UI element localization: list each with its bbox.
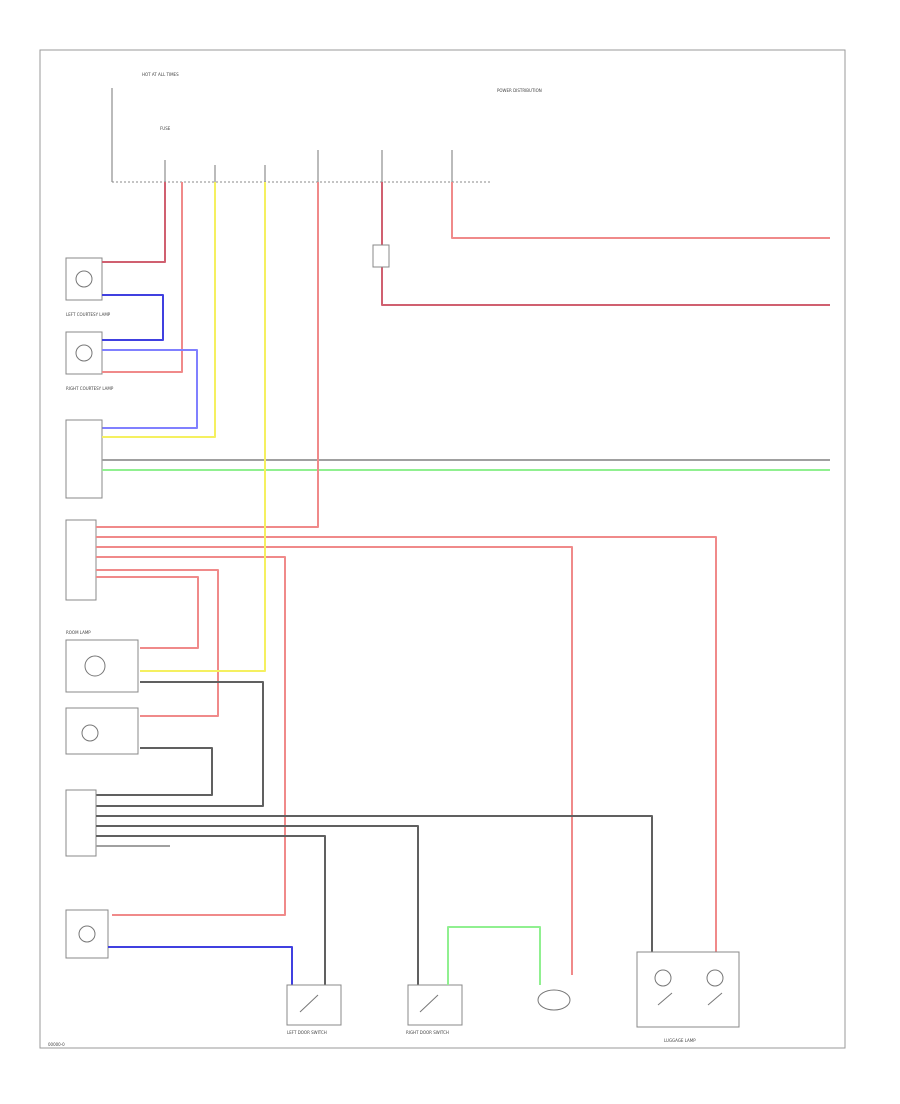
luggage-lamp-switch	[65, 707, 139, 755]
wire-grey-l3	[96, 835, 326, 985]
left-courtesy-lamp	[65, 257, 103, 301]
lamp-2-icon	[75, 344, 93, 362]
wire-grey-l2	[96, 825, 419, 985]
wire-red-c2	[96, 536, 717, 975]
wire-yellow-module	[102, 182, 216, 438]
left-door-switch	[286, 984, 342, 1026]
fuse-block-label: HOT AT ALL TIMES	[142, 72, 179, 77]
control-module-upper	[65, 419, 103, 499]
lower-connector	[65, 789, 97, 857]
left-lower-lamp	[65, 909, 109, 959]
lower-lamp-icon	[78, 925, 96, 943]
wire-red-lamp2	[102, 182, 183, 373]
switch-1-contact	[299, 994, 319, 1013]
lamp-1-icon	[75, 270, 93, 288]
wire-blue-lower	[108, 946, 293, 985]
right-lamp-label: RIGHT COURTESY LAMP	[66, 386, 114, 391]
connector-block	[65, 519, 97, 601]
luggage-lamp-icon	[81, 724, 99, 742]
wire-red-c4	[96, 556, 286, 916]
wire-grey-room	[96, 681, 264, 807]
room-lamp-label: ROOM LAMP	[66, 630, 91, 635]
trunk-lamp-label: LUGGAGE LAMP	[664, 1038, 696, 1043]
right-courtesy-lamp	[65, 331, 103, 375]
map-lamp-right-icon	[706, 969, 724, 987]
wire-red-c1	[96, 182, 319, 528]
switch-2-contact	[419, 994, 439, 1013]
room-lamp	[65, 639, 139, 693]
right-door-switch	[407, 984, 463, 1026]
wire-red-feed-upper	[451, 182, 830, 239]
diode-component	[372, 244, 390, 268]
map-switch-right	[707, 992, 723, 1006]
wire-red-c3	[96, 546, 573, 975]
wire-red-c5	[96, 576, 199, 649]
wire-blue-lamps	[102, 294, 164, 341]
diagram-frame	[39, 49, 846, 1049]
wire-green-switch	[447, 926, 541, 985]
wire-blue-module	[102, 349, 198, 429]
right-switch-label: RIGHT DOOR SWITCH	[406, 1030, 449, 1035]
map-switch-left	[657, 992, 673, 1006]
wire-red-c6	[96, 569, 219, 717]
map-lamp-left-icon	[654, 969, 672, 987]
wire-red-feed-lower	[381, 182, 830, 306]
wire-yellow-room	[140, 182, 266, 672]
wire-grey-luggage	[96, 747, 213, 796]
left-lamp-label: LEFT COURTESY LAMP	[66, 312, 111, 317]
room-lamp-icon	[84, 655, 106, 677]
page-ref: 00000-0	[48, 1042, 65, 1047]
wire-grey-l1	[96, 815, 653, 975]
fuse-note-label: FUSE	[160, 126, 171, 131]
map-lamp	[636, 951, 740, 1028]
left-switch-label: LEFT DOOR SWITCH	[287, 1030, 327, 1035]
right-lower-lamp	[537, 989, 571, 1011]
wire-red-lamp1	[102, 182, 166, 263]
power-note-label: POWER DISTRIBUTION	[497, 88, 542, 93]
